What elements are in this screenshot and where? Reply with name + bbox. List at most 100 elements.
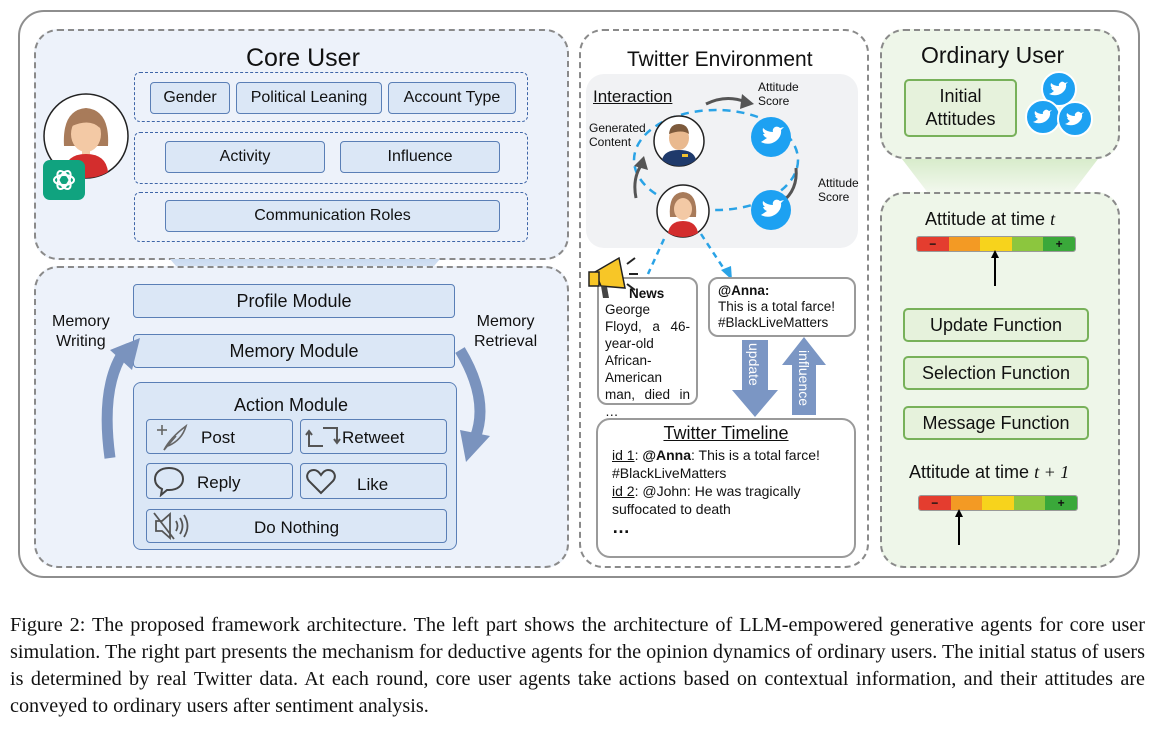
- mute-icon: [153, 512, 189, 540]
- memory-retrieval-label: Memory Retrieval: [474, 312, 537, 352]
- influence-attribute: Influence: [340, 141, 500, 173]
- heart-icon: [306, 468, 336, 495]
- influence-label: influence: [796, 350, 812, 407]
- retweet-label: Retweet: [342, 428, 405, 447]
- initial-attitudes-line1: Initial: [939, 86, 982, 106]
- twitter-icon-bottom: [751, 190, 791, 230]
- gender-attribute: Gender: [150, 82, 230, 114]
- retweet-action: [300, 419, 447, 454]
- anna-tweet-card: @Anna: This is a total farce! #BlackLive…: [708, 277, 856, 337]
- attitude-score-label-top: Attitude Score: [758, 80, 799, 108]
- attitude-score-right-line2: Score: [818, 190, 850, 204]
- twitter-timeline: Twitter Timeline id 1: @Anna: This is a …: [596, 418, 856, 558]
- interaction-area: [586, 74, 858, 248]
- timeline-entry-1: id 1: @Anna: This is a total farce!: [612, 447, 820, 463]
- timeline-title: Twitter Timeline: [663, 423, 789, 443]
- memory-writing-line1: Memory: [52, 313, 110, 330]
- attitude-score-label-right: Attitude Score: [818, 176, 859, 204]
- attitude-scale-segment: −: [917, 237, 949, 251]
- retweet-icon: [305, 427, 341, 447]
- account-type-attribute: Account Type: [388, 82, 516, 114]
- attitude-scale-t1: −+: [918, 495, 1078, 511]
- memory-retrieval-line1: Memory: [476, 313, 535, 330]
- selection-function-box: Selection Function: [903, 356, 1089, 390]
- attitude-marker-t1: [955, 509, 963, 545]
- attitude-at-t-var: t: [1050, 209, 1056, 229]
- user-avatar-male: [653, 115, 705, 167]
- figure-caption: Figure 2: The proposed framework archite…: [10, 614, 1145, 717]
- ordinary-user-funnel: [902, 159, 1098, 193]
- timeline-id1-text: : This is a total farce!: [691, 447, 820, 463]
- attitude-score-right-line1: Attitude: [818, 176, 859, 190]
- timeline-id2-text2: suffocated to death: [612, 501, 731, 517]
- do-nothing-label: Do Nothing: [254, 518, 340, 537]
- attitude-scale-segment: +: [1045, 496, 1077, 510]
- attitude-marker-t: [991, 250, 999, 286]
- news-title: News: [629, 286, 665, 301]
- attitude-score-top-line1: Attitude: [758, 80, 799, 94]
- attitude-scale-segment: −: [919, 496, 951, 510]
- update-influence-arrows: [732, 337, 826, 417]
- openai-icon: [43, 160, 85, 200]
- generated-content-label: Generated Content: [589, 121, 646, 149]
- memory-writing-label: Memory Writing: [52, 312, 110, 352]
- attributes-group: [134, 72, 528, 122]
- update-function-box: Update Function: [903, 308, 1089, 342]
- anna-tweet-line1: This is a total farce!: [718, 299, 836, 314]
- timeline-ellipsis: …: [612, 517, 630, 537]
- memory-writing-arrow: [101, 346, 130, 459]
- timeline-id1-tag: #BlackLiveMatters: [612, 465, 727, 481]
- update-arrow: [732, 340, 778, 417]
- influence-arrow: [782, 337, 826, 415]
- attitude-at-t-text: Attitude at time: [925, 209, 1046, 229]
- like-action: [300, 463, 447, 499]
- initial-attitudes-box: Initial Attitudes: [904, 79, 1017, 137]
- core-user-title: Core User: [246, 44, 360, 72]
- attitude-scale-segment: [1013, 496, 1046, 510]
- reply-label: Reply: [197, 473, 241, 492]
- attitude-scale-segment: +: [1043, 237, 1075, 251]
- activity-attribute: Activity: [165, 141, 325, 173]
- do-nothing-action: [146, 509, 447, 543]
- anna-tweet-handle: @Anna:: [718, 283, 770, 298]
- generated-content-line2: Content: [589, 135, 632, 149]
- twitter-cluster-icon: [1024, 70, 1094, 140]
- anna-tweet-line2: #BlackLiveMatters: [718, 315, 829, 330]
- twitter-environment-title: Twitter Environment: [627, 48, 813, 71]
- action-module-title: Action Module: [234, 395, 349, 415]
- generated-content-line1: Generated: [589, 121, 646, 135]
- attitude-at-t1-var: t + 1: [1034, 462, 1070, 482]
- communication-roles-attribute: Communication Roles: [165, 200, 500, 232]
- like-label: Like: [357, 475, 389, 494]
- megaphone-icon: [588, 256, 638, 298]
- memory-retrieval-line2: Retrieval: [474, 333, 538, 350]
- post-action: [146, 419, 293, 454]
- memory-arrows: [101, 338, 490, 462]
- interaction-label: Interaction: [593, 87, 673, 106]
- attitude-at-t1-text: Attitude at time: [909, 462, 1030, 482]
- attitude-scale-segment: [982, 496, 1014, 510]
- attitude-scale-segment: [950, 496, 983, 510]
- political-leaning-attribute: Political Leaning: [236, 82, 382, 114]
- activity-group: [134, 132, 528, 184]
- memory-module: Memory Module: [133, 334, 455, 368]
- initial-attitudes-line2: Attitudes: [925, 109, 996, 129]
- memory-writing-arrowhead: [110, 338, 140, 370]
- attitude-scale-segment: [948, 237, 981, 251]
- timeline-id2: id 2: [612, 483, 635, 499]
- timeline-id1-handle: @Anna: [642, 447, 692, 463]
- attitude-at-t1-label: Attitude at time t + 1: [909, 462, 1069, 483]
- ordinary-user-title: Ordinary User: [921, 42, 1065, 68]
- attitude-at-t-label: Attitude at time t: [925, 209, 1055, 230]
- timeline-id2-text: : @John: He was tragically: [634, 483, 801, 499]
- quill-icon: [157, 423, 188, 451]
- roles-group: [134, 192, 528, 242]
- memory-writing-line2: Writing: [56, 333, 106, 350]
- memory-retrieval-arrow: [455, 347, 486, 441]
- timeline-entry-2: id 2: @John: He was tragically: [612, 482, 840, 500]
- speech-bubble-icon: [153, 466, 185, 497]
- twitter-icon-top: [751, 117, 791, 157]
- news-text: George Floyd, a 46-year-old African-Amer…: [605, 302, 690, 419]
- update-label: update: [746, 343, 762, 386]
- attitude-score-top-line2: Score: [758, 94, 790, 108]
